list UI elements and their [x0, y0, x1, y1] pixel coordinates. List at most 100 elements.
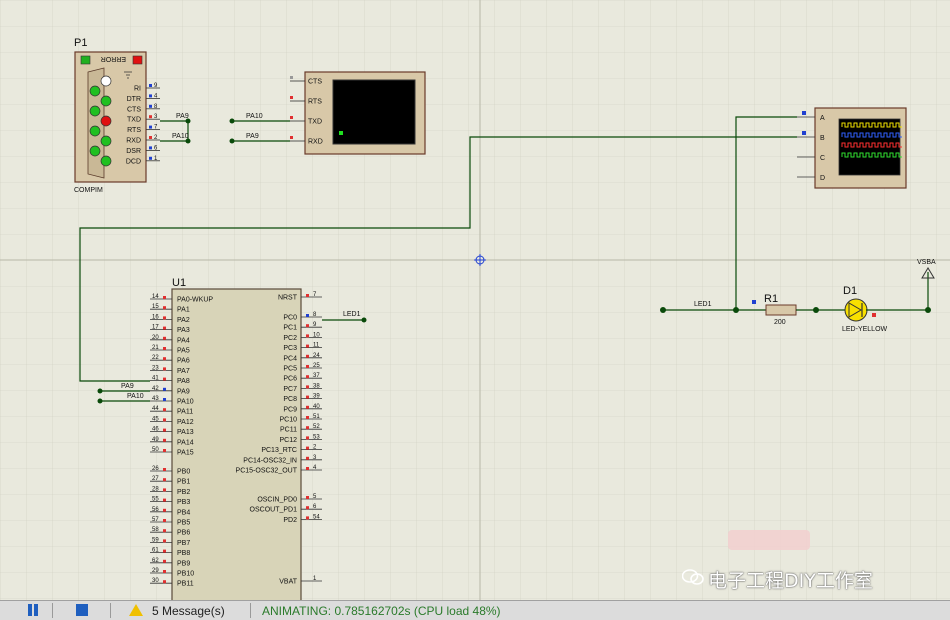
mcu-pin-number: 55	[152, 497, 159, 503]
compim-pin-number: 3	[154, 114, 158, 120]
mcu-pin-number: 15	[152, 304, 159, 310]
mcu-pin-state	[306, 294, 309, 297]
compim-pin-number: 7	[154, 125, 158, 131]
mcu-pin-number: 9	[313, 322, 317, 328]
mcu-pin-label: PB7	[177, 540, 190, 547]
divider	[110, 603, 111, 618]
mcu-pin-label: PC10	[279, 417, 297, 424]
mcu-pin-label: PC8	[283, 396, 297, 403]
compim-pin-state	[149, 84, 152, 87]
mcu-pin-label: PB9	[177, 560, 190, 567]
compim-ok-led	[80, 55, 91, 65]
power-label: VSBA	[917, 259, 936, 266]
mcu-pin-label: PA9	[177, 388, 190, 395]
mcu-pin-state	[306, 354, 309, 358]
warning-icon[interactable]	[129, 604, 143, 616]
stop-button[interactable]	[75, 603, 89, 617]
mcu-pin-state	[306, 375, 309, 379]
compim-pin-state	[149, 156, 152, 160]
mcu-net-wires: PA9 PA10 LED1	[97, 311, 367, 404]
mcu-pin-number: 59	[152, 537, 159, 543]
compim-ref: P1	[74, 37, 87, 49]
compim-pin-label: RXD	[126, 138, 141, 145]
mcu-pin-number: 27	[152, 476, 159, 482]
mcu-pin-number: 52	[313, 424, 320, 430]
mcu-pin-state	[163, 418, 166, 422]
mcu-pin-label: PA5	[177, 348, 190, 355]
mcu-pin-state	[306, 426, 309, 430]
mcu-pin-number: 40	[313, 404, 320, 410]
mcu-pin-number: 57	[152, 517, 159, 523]
mcu-pin-state	[306, 467, 309, 470]
mcu-pin-state	[306, 334, 309, 338]
terminal-pin-state	[290, 96, 293, 99]
mcu-pin-label: PA12	[177, 419, 194, 426]
mcu-pin-label: PA4	[177, 337, 190, 344]
mcu-pin-number: 30	[152, 578, 159, 584]
mcu-pin-number: 37	[313, 373, 320, 379]
mcu-pin-number: 28	[152, 486, 159, 492]
scope-channel-label: D	[820, 175, 825, 182]
compim-pin-state	[149, 146, 152, 150]
compim-pin-label: TXD	[127, 117, 141, 124]
mcu-pin-label: PA6	[177, 358, 190, 365]
mcu-pin-state	[163, 387, 166, 391]
blurred-tag	[728, 530, 810, 550]
mcu-pin-label: PB0	[177, 469, 190, 476]
led-circuit[interactable]: LED1 R1 200 D1 LED-YELLOW VSBA	[660, 259, 936, 333]
mcu-pin-state	[306, 314, 309, 317]
mcu-pin-number: 53	[313, 434, 320, 440]
scope-a-wire	[735, 116, 797, 310]
mcu-pin-label: PC6	[283, 376, 297, 383]
mcu-pin-state	[306, 446, 309, 450]
compim-error-led	[132, 55, 143, 65]
scope-pin-state	[802, 131, 806, 135]
mcu-pin-state	[163, 498, 166, 502]
compim-pin-number: 2	[154, 135, 158, 141]
mcu-ref: U1	[172, 277, 186, 289]
message-count[interactable]: 5 Message(s)	[152, 604, 225, 618]
mcu-pin-label: PB1	[177, 479, 190, 486]
wechat-icon	[682, 569, 704, 585]
compim-pin-label: DSR	[126, 148, 141, 155]
mcu-pin-number: 10	[313, 332, 320, 338]
mcu-pin-state	[306, 395, 309, 399]
pause-button[interactable]	[26, 603, 40, 617]
mcu-pin-state	[163, 529, 166, 533]
mcu-pin-number: 8	[313, 312, 317, 318]
mcu-pin-label: PA1	[177, 307, 190, 314]
mcu-pin-label: PB2	[177, 489, 190, 496]
mcu-pin-number: 7	[313, 292, 317, 298]
mcu-pin-state	[306, 516, 309, 520]
mcu-pin-number: 61	[152, 548, 159, 554]
mcu-pin-number: 43	[152, 396, 159, 402]
mcu-pin-state	[163, 428, 166, 432]
mcu-pin-number: 58	[152, 527, 159, 533]
compim-net-rxd: PA10	[172, 133, 189, 140]
mcu-pin-number: 44	[152, 406, 159, 412]
mcu-pin-number: 5	[313, 494, 317, 500]
mcu-pin-number: 21	[152, 345, 159, 351]
mcu-pin-state	[163, 398, 166, 401]
animation-status: ANIMATING: 0.785162702s (CPU load 48%)	[262, 604, 501, 618]
mcu-net-pa9: PA9	[121, 383, 134, 390]
mcu-pin-state	[306, 405, 309, 409]
mcu-pin-state	[163, 559, 166, 563]
mcu-pin-state	[163, 478, 166, 482]
mcu-pin-state	[163, 508, 166, 512]
mcu-pin-state	[163, 357, 166, 361]
compim-pin-number: 8	[154, 104, 158, 110]
mcu-pin-number: 62	[152, 558, 159, 564]
mcu-pin-state	[306, 496, 309, 499]
mcu-pin-state	[163, 570, 166, 573]
mcu-pin-number: 24	[313, 353, 320, 359]
mcu-pin-state	[163, 438, 166, 442]
terminal-pin-state	[290, 136, 293, 139]
mcu-pin-state	[306, 324, 309, 328]
mcu-pin-state	[163, 449, 166, 452]
